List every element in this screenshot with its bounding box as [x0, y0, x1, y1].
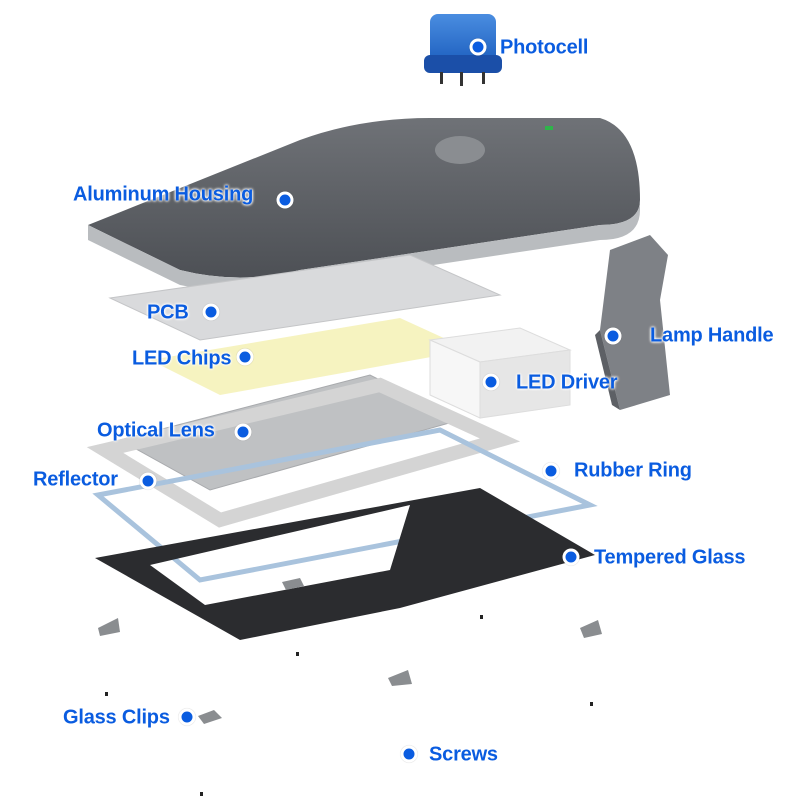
reflector-marker-dot: [139, 472, 157, 490]
rubber-ring-marker-dot: [542, 462, 560, 480]
pcb-marker-dot: [202, 303, 220, 321]
label-led-chips: LED Chips: [132, 347, 232, 370]
lamp-handle-marker-dot: [604, 327, 622, 345]
tempered-glass-part: [95, 488, 595, 640]
label-pcb: PCB: [147, 301, 189, 324]
label-photocell: Photocell: [500, 36, 589, 59]
reflector-part: [86, 377, 521, 528]
label-optical-lens: Optical Lens: [97, 419, 215, 442]
led-driver-marker-dot: [482, 373, 500, 391]
label-aluminum-housing: Aluminum Housing: [73, 183, 254, 206]
screws-marker-dot: [400, 745, 418, 763]
screws-parts: [105, 615, 593, 796]
label-screws: Screws: [429, 743, 498, 766]
label-rubber-ring: Rubber Ring: [574, 459, 692, 482]
label-led-driver: LED Driver: [516, 371, 618, 394]
led-driver-part: [428, 327, 572, 419]
label-reflector: Reflector: [33, 468, 118, 491]
photocell-marker-dot: [469, 38, 487, 56]
label-glass-clips: Glass Clips: [63, 706, 170, 729]
lamp-handle-part: [595, 235, 670, 410]
optical-lens-marker-dot: [234, 423, 252, 441]
led-chips-marker-dot: [236, 348, 254, 366]
photocell-part: [424, 14, 502, 86]
led-chips-part: [150, 318, 470, 395]
glass-clips-marker-dot: [178, 708, 196, 726]
glass-clips-parts: [98, 578, 602, 724]
aluminum-housing-marker-dot: [276, 191, 294, 209]
label-tempered-glass: Tempered Glass: [594, 546, 746, 569]
tempered-glass-marker-dot: [562, 548, 580, 566]
label-lamp-handle: Lamp Handle: [650, 324, 774, 347]
